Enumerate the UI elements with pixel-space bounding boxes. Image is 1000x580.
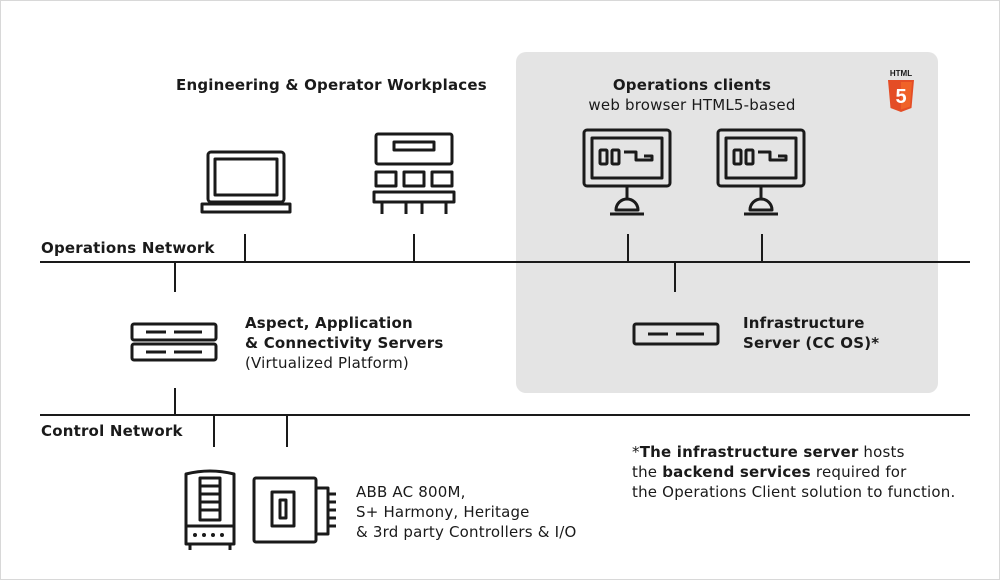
operator-console-icon (372, 132, 456, 214)
workplaces-title: Engineering & Operator Workplaces (176, 76, 487, 94)
operations-network-label: Operations Network (41, 239, 215, 257)
connector (174, 388, 176, 415)
controller-cabinet-icon (184, 469, 236, 550)
aspect-servers-line2: & Connectivity Servers (245, 334, 444, 352)
connector (213, 415, 215, 447)
footnote-line2: the backend services required for (632, 463, 907, 481)
connector (286, 415, 288, 447)
operations-network-line (40, 261, 970, 263)
control-network-line (40, 414, 970, 416)
connector (174, 262, 176, 292)
browser-monitor-icon (582, 128, 672, 216)
connector (627, 234, 629, 262)
controllers-line1: ABB AC 800M, (356, 483, 466, 501)
aspect-servers-line1: Aspect, Application (245, 314, 413, 332)
aspect-servers-line3: (Virtualized Platform) (245, 354, 409, 372)
controllers-line3: & 3rd party Controllers & I/O (356, 523, 577, 541)
html5-logo-icon: HTML 5 (888, 69, 914, 112)
operations-clients-panel (516, 52, 938, 393)
connector (413, 234, 415, 262)
html5-badge-top-text: HTML (890, 69, 912, 78)
controllers-line2: S+ Harmony, Heritage (356, 503, 530, 521)
laptop-icon (200, 150, 292, 214)
footnote-line3: the Operations Client solution to functi… (632, 483, 956, 501)
infra-server-line2: Server (CC OS)* (743, 334, 880, 352)
io-module-icon (252, 476, 336, 544)
ops-clients-title: Operations clients (612, 76, 772, 94)
browser-monitor-icon (716, 128, 806, 216)
ops-clients-subtitle: web browser HTML5-based (588, 96, 796, 114)
html5-badge-number: 5 (895, 86, 906, 108)
connector (761, 234, 763, 262)
server-rack-icon (130, 322, 218, 362)
control-network-label: Control Network (41, 422, 183, 440)
infra-server-line1: Infrastructure (743, 314, 865, 332)
connector (674, 262, 676, 292)
server-icon (632, 322, 720, 346)
connector (244, 234, 246, 262)
footnote-line1: *The infrastructure server hosts (632, 443, 905, 461)
